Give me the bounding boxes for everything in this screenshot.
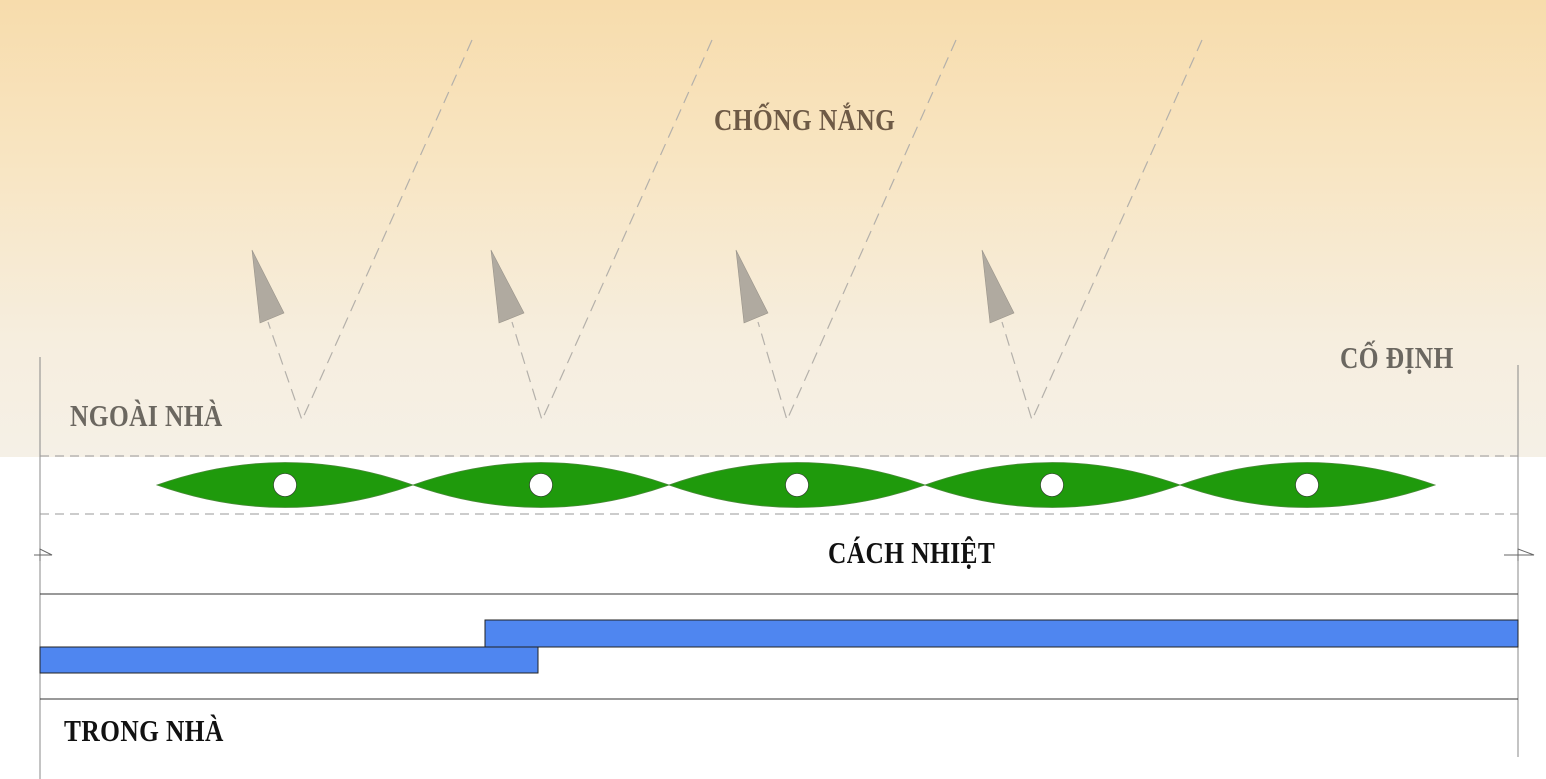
louver-2 bbox=[411, 462, 671, 508]
sun-ray-3 bbox=[757, 39, 957, 422]
left-break-symbol bbox=[34, 548, 53, 561]
louver-pivot-2 bbox=[529, 473, 553, 497]
sun-shading-label: CHỐNG NẮNG bbox=[714, 102, 896, 137]
reflection-arrows bbox=[251, 249, 1015, 324]
reflection-arrow-3 bbox=[735, 249, 769, 324]
louvers bbox=[155, 462, 1437, 508]
louver-pivot-3 bbox=[785, 473, 809, 497]
insulation-panel-upper bbox=[484, 619, 1519, 648]
outside-label: NGOÀI NHÀ bbox=[70, 398, 223, 433]
fixed-label: CỐ ĐỊNH bbox=[1340, 340, 1454, 375]
louver-pivot-4 bbox=[1040, 473, 1064, 497]
louver-5 bbox=[1178, 462, 1437, 508]
louver-3 bbox=[667, 462, 927, 508]
louver-4 bbox=[923, 462, 1182, 508]
louver-pivot-5 bbox=[1295, 473, 1319, 497]
outdoor-sky-area bbox=[0, 0, 1546, 457]
insulation-label: CÁCH NHIỆT bbox=[828, 535, 996, 570]
louver-1 bbox=[155, 462, 415, 508]
sun-ray-1 bbox=[267, 39, 473, 422]
louver-pivot-1 bbox=[273, 473, 297, 497]
right-break-symbol bbox=[1504, 548, 1535, 561]
inside-label: TRONG NHÀ bbox=[64, 713, 224, 748]
reflection-arrow-4 bbox=[981, 249, 1015, 324]
sun-rays bbox=[267, 39, 1203, 422]
sun-ray-2 bbox=[511, 39, 713, 422]
insulation-panel-lower bbox=[39, 646, 539, 674]
sun-ray-4 bbox=[1001, 39, 1203, 422]
reflection-arrow-2 bbox=[490, 249, 525, 324]
reflection-arrow-1 bbox=[251, 249, 285, 324]
